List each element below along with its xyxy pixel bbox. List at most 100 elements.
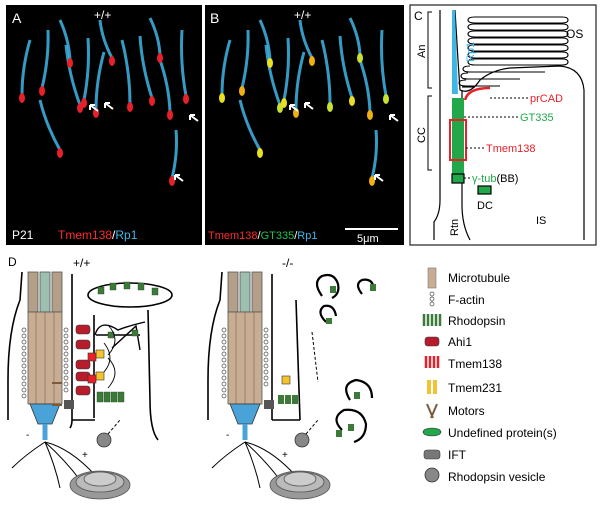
dc-label: DC [477,200,493,212]
panel-b-stain-label: Tmem138/GT335/Rp1 [208,230,317,242]
rp1-filament [320,39,332,105]
rp1-filament [238,99,262,151]
tmem138-signal [239,86,245,96]
tmem138-signal [357,53,363,63]
tmem138-signal [281,98,287,108]
rp1-filament [282,37,290,101]
rp1-filament [370,129,378,179]
panel-a-genotype: +/+ [94,8,111,22]
rp1-filament [298,19,314,59]
rp1-filament [158,59,172,113]
rp1-filament [380,29,388,97]
knockout-diagram: + - [207,271,376,500]
tmem138-signal [81,98,87,108]
scale-bar-label: 5μm [357,233,379,245]
legend-label: Tmem231 [448,381,502,395]
arrow-marker [289,104,299,112]
an-label: An [416,45,428,58]
arrow-marker [374,174,384,182]
photoreceptor-outline [433,10,441,240]
rp1-filament [180,29,188,97]
rp1-filament [220,39,232,96]
panel-c-letter: C [414,9,423,23]
wildtype-diagram: + - [7,271,173,500]
is-label: IS [536,215,546,227]
legend: Microtubule F-actin Rhodopsin Ahi1 Tmem1… [422,267,557,484]
cc-label: CC [416,127,428,143]
tmem138-signal [167,110,173,120]
tmem138-signal [219,93,225,103]
panel-a-micrograph [19,17,199,186]
legend-label: Microtubule [448,271,510,285]
os-label: OS [566,27,583,41]
legend-label: Tmem138 [448,357,502,371]
legend-label: F-actin [448,293,485,307]
tmem138-signal [39,86,45,96]
f-actin-icon [429,291,435,307]
rp1-filament [170,129,178,179]
panel-a-letter: A [12,10,22,26]
rp1-filament [294,51,306,111]
panel-c: C OS Rp1 An CC [409,4,597,246]
svg-text:-: - [26,430,29,441]
panel-b: B +/+ Tmem138/GT335/Rp1 5μm [205,5,404,245]
arrow-marker [104,102,114,110]
arrow-marker [189,114,199,122]
tmem138-signal [383,94,389,104]
tmem138-signal [309,56,315,66]
panel-d: D +/+ -/- [7,255,557,500]
rp1-filament [82,37,90,101]
ko-label: -/- [282,256,293,270]
legend-label: IFT [448,448,467,462]
tmem138-signal [257,148,263,158]
tmem138-signal [19,93,25,103]
connecting-cilium [452,98,464,176]
rp1-filament [338,35,354,99]
rp1-filament [20,39,32,96]
tmem138-signal [157,53,163,63]
panel-b-genotype: +/+ [294,8,311,22]
legend-label: Undefined protein(s) [448,426,557,440]
microtubule-icon [427,267,437,289]
prcad-label: prCAD [530,93,563,105]
legend-label: Rhodopsin vesicle [448,470,546,484]
tmem138-signal [149,96,155,106]
panel-d-letter: D [8,255,17,269]
arrow-marker [89,104,99,112]
ift-icon [423,449,441,460]
rhodopsin-icon [422,314,442,326]
tmem138-signal [367,110,373,120]
arrow-marker [304,102,314,110]
rhodopsin-vesicle-icon [424,467,440,483]
rp1-filament [64,44,82,106]
undefined-protein-icon [422,427,442,437]
tmem138-signal [349,96,355,106]
panel-a-age: P21 [12,228,34,242]
rp1-filament [348,17,362,56]
tmem138-signal [127,102,133,112]
rp1-filament [138,35,154,99]
rp1-filament [38,99,62,151]
rp1-label: Rp1 [465,42,477,62]
rp1-filament [58,19,72,61]
svg-text:-: - [226,430,229,441]
tmem138-signal [109,56,115,66]
legend-label: Motors [448,404,485,418]
tmem138-label: Tmem138 [486,143,536,155]
tmem138-signal [369,176,375,186]
gt335-label: GT335 [520,112,554,124]
tmem138-signal [57,148,63,158]
motor-icons [52,382,62,406]
wt-label: +/+ [73,256,90,270]
tmem138-signal [183,94,189,104]
panel-a: A +/+ P21 Tmem138/Rp1 [6,5,202,245]
legend-label: Ahi1 [448,335,472,349]
rp1-filament [240,29,250,89]
rp1-filament [98,19,114,59]
tmem231-icon [427,380,437,394]
basal-body [451,173,465,184]
rtn-label: Rtn [449,219,461,236]
rp1-filament [264,44,282,106]
ahi1-icon [424,336,440,347]
tmem138-signal [327,102,333,112]
